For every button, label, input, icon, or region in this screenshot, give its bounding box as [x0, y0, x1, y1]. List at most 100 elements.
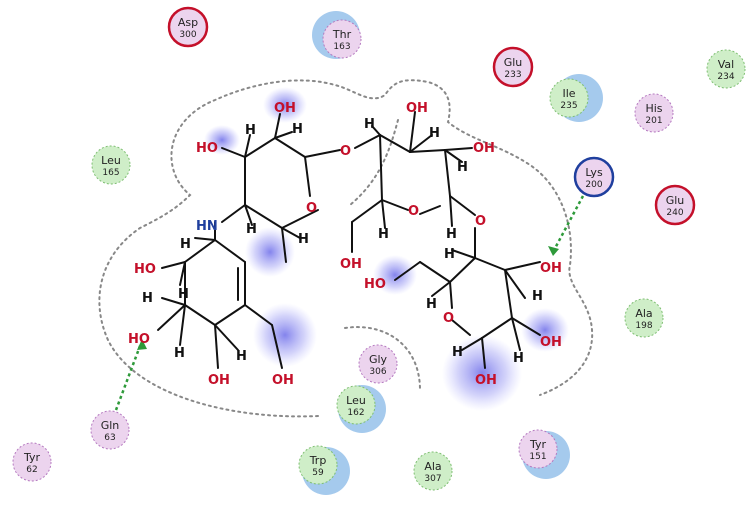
exposure-blob	[253, 303, 317, 367]
residue-name: Val	[718, 58, 734, 71]
residue-circle	[90, 410, 130, 450]
exposure-blob	[521, 308, 569, 352]
atom-hydroxyl: HO	[128, 332, 150, 347]
pocket-contour	[98, 79, 594, 418]
residue-circle	[413, 451, 453, 491]
residue-circle	[624, 298, 664, 338]
residue-number: 163	[333, 42, 350, 52]
residue-circle	[298, 445, 338, 485]
atom-hydroxyl: OH	[406, 101, 428, 116]
atom-hydroxyl: HO	[134, 262, 156, 277]
residue-name: Lys	[585, 166, 603, 179]
residue-circle	[492, 46, 534, 88]
residue-name: Tyr	[23, 451, 41, 464]
residue-number: 307	[424, 474, 441, 484]
residue-name: Glu	[666, 194, 685, 207]
residue-name: Asp	[178, 16, 198, 29]
hbond-lys200	[551, 195, 585, 253]
residue-name: Leu	[346, 394, 366, 407]
residue-number: 165	[102, 168, 119, 178]
residue-circle	[573, 156, 615, 198]
atom-hydroxyl: OH	[475, 373, 497, 388]
residue-circle	[167, 6, 209, 48]
atom-hydrogen: H	[298, 232, 309, 247]
residue-number: 300	[179, 30, 196, 40]
ligand-exposure-blobs	[204, 87, 569, 411]
atom-glycosidic-oxygen: O	[475, 214, 486, 229]
atom-hydrogen: H	[513, 351, 524, 366]
hbond-arrowhead	[137, 339, 147, 350]
residue-circle	[654, 184, 696, 226]
residue-name: Ala	[635, 307, 652, 320]
atom-hydrogen: H	[180, 237, 191, 252]
residue-number: 306	[369, 367, 386, 377]
residue-circle	[634, 93, 674, 133]
atom-hydroxyl: OH	[340, 257, 362, 272]
residue-number: 234	[717, 72, 734, 82]
atom-hydrogen: H	[457, 160, 468, 175]
residue-number: 240	[666, 208, 683, 218]
atom-hydrogen: H	[426, 297, 437, 312]
atom-hydroxyl: OH	[274, 101, 296, 116]
exposure-blob	[373, 255, 417, 295]
exposure-blob	[442, 335, 522, 411]
atom-hydroxyl: OH	[473, 141, 495, 156]
atom-hydrogen: H	[292, 122, 303, 137]
atom-amine: HN	[196, 219, 218, 234]
atom-hydroxyl: HO	[364, 277, 386, 292]
atom-ring-oxygen: O	[306, 201, 317, 216]
residue-name: Tyr	[529, 438, 547, 451]
residue-number: 59	[312, 468, 324, 478]
residue-number: 151	[529, 452, 546, 462]
atom-hydrogen: H	[178, 287, 189, 302]
atom-hydrogen: H	[452, 345, 463, 360]
residue-number: 63	[104, 433, 115, 443]
atom-hydroxyl: HO	[196, 141, 218, 156]
hydrogen-bonds	[114, 195, 585, 411]
ligand-atoms: OH HO H H H O H O HN OH OH H H H O H H O…	[128, 101, 562, 388]
atom-hydrogen: H	[236, 349, 247, 364]
exposure-blob	[204, 125, 240, 155]
ligand-bonds	[157, 111, 541, 369]
atom-hydroxyl: OH	[208, 373, 230, 388]
atom-hydrogen: H	[246, 222, 257, 237]
residue-name: Trp	[309, 454, 327, 467]
residue-number: 200	[585, 180, 602, 190]
residue-circle	[91, 145, 131, 185]
residue-circle	[358, 344, 398, 384]
atom-ring-oxygen: O	[408, 204, 419, 219]
residue-number: 235	[560, 101, 577, 111]
atom-hydrogen: H	[174, 346, 185, 361]
atom-hydroxyl: OH	[540, 261, 562, 276]
residue-circle	[336, 385, 376, 425]
atom-glycosidic-oxygen: O	[340, 144, 351, 159]
atom-hydrogen: H	[444, 247, 455, 262]
atom-hydrogen: H	[142, 291, 153, 306]
atom-hydroxyl: OH	[272, 373, 294, 388]
residue-name: Gly	[369, 353, 388, 366]
residue-number: 233	[504, 70, 521, 80]
hbond-gln63	[114, 345, 142, 411]
exposure-blob	[263, 87, 307, 123]
residue-circle	[12, 442, 52, 482]
atom-ring-oxygen: O	[443, 311, 454, 326]
residue-circle	[706, 49, 746, 89]
atom-hydrogen: H	[364, 117, 375, 132]
residue-number: 201	[645, 116, 662, 126]
